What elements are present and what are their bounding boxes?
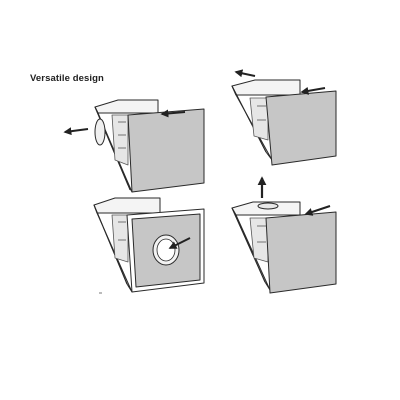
right-arrow-icon (160, 109, 186, 118)
right-arrow-icon (168, 237, 191, 249)
figure-top-outlet (231, 69, 337, 166)
top-spigot (257, 202, 279, 210)
front-panel (127, 108, 205, 193)
right-arrow-icon (304, 205, 331, 216)
figure-front-round-outlet (93, 197, 205, 294)
right-arrow-icon (300, 86, 326, 95)
side-spigot (94, 118, 106, 146)
left-arrow-icon (234, 69, 256, 78)
figure-vertical-outlet (231, 176, 337, 294)
section-title: Versatile design (30, 73, 104, 84)
figure-side-outlet (63, 99, 205, 193)
left-arrow-icon (63, 127, 89, 136)
front-panel (265, 90, 337, 166)
front-panel (265, 211, 337, 294)
